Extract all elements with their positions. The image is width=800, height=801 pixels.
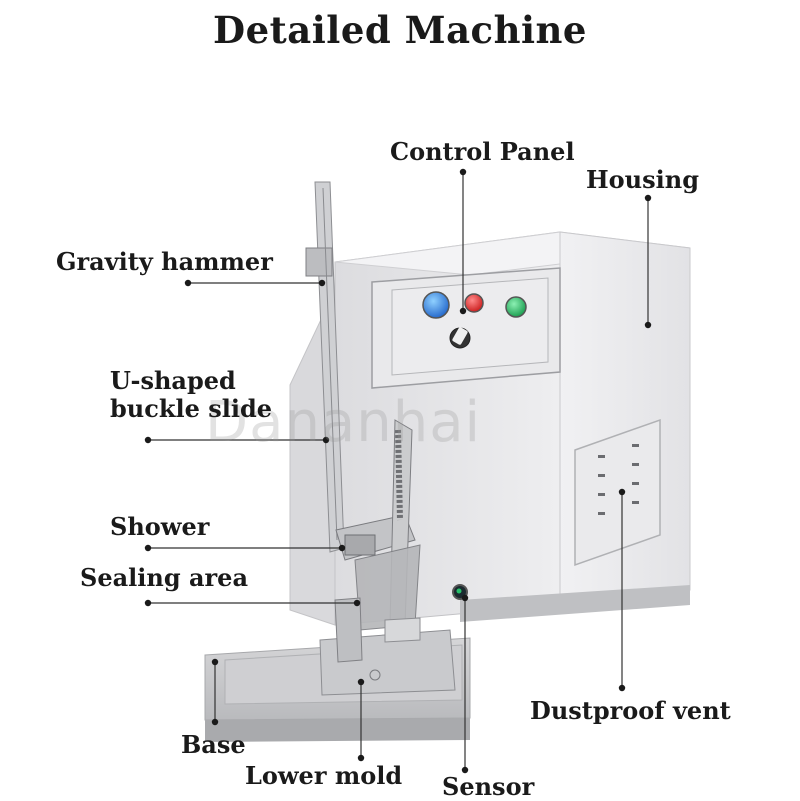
- green-button-icon: [505, 296, 527, 318]
- red-button-icon: [464, 293, 484, 313]
- label-u-shaped-line2: buckle slide: [110, 393, 273, 423]
- label-lower-mold: Lower mold: [245, 761, 403, 790]
- dustproof-vent-panel: [574, 418, 661, 567]
- label-sealing-area: Sealing area: [80, 563, 248, 592]
- label-housing: Housing: [586, 165, 699, 194]
- watermark: Dananhai: [205, 390, 482, 455]
- label-base: Base: [181, 730, 246, 759]
- blue-button-icon: [422, 291, 450, 319]
- label-sensor: Sensor: [442, 772, 535, 801]
- page-title: Detailed Machine: [213, 8, 587, 52]
- control-panel-plate: [371, 267, 561, 389]
- label-shower: Shower: [110, 512, 210, 541]
- label-dustproof-vent: Dustproof vent: [530, 696, 731, 725]
- lower-mold: [319, 597, 456, 696]
- label-u-shaped-line1: U-shaped: [110, 366, 236, 395]
- leader-dots: [144, 168, 652, 774]
- leader-lines: [148, 172, 649, 770]
- label-gravity-hammer: Gravity hammer: [56, 247, 273, 276]
- label-u-shaped-buckle-slide: U-shaped buckle slide: [110, 367, 310, 422]
- label-control-panel: Control Panel: [390, 137, 575, 166]
- lever-mechanism: [335, 419, 421, 631]
